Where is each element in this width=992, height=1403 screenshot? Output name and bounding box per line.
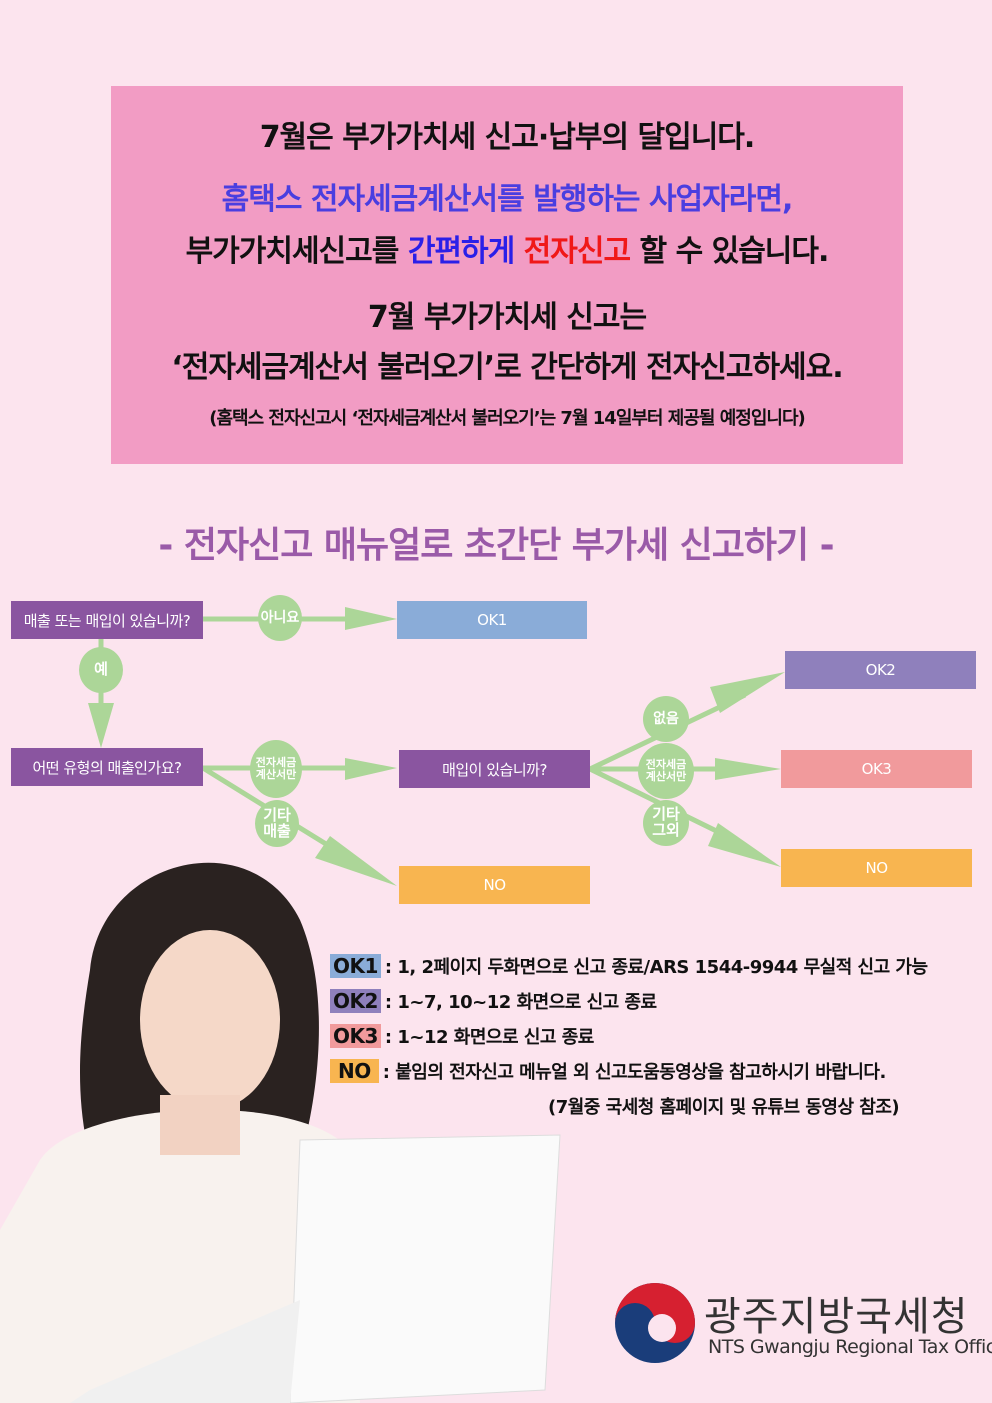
notice-line-6: (홈택스 전자신고시 ‘전자세금계산서 불러오기’는 7월 14일부터 제공될 … xyxy=(209,408,806,429)
flow-arrows xyxy=(88,607,785,886)
legend-note: (7월중 국세청 홈페이지 및 유튜브 동영상 참조) xyxy=(548,1096,900,1118)
text: 계산서만 xyxy=(645,770,687,783)
result-no-2: NO xyxy=(781,849,972,887)
nts-gwangju-logo: 광주지방국세청 NTS Gwangju Regional Tax Office xyxy=(612,1280,992,1370)
arrowhead xyxy=(708,823,781,867)
legend-item-ok2: OK2: 1~7, 10~12 화면으로 신고 종료 xyxy=(330,983,928,1018)
legend-tag: OK1 xyxy=(330,953,381,978)
text: 할 수 있습니다. xyxy=(630,234,830,269)
text: 기타 xyxy=(652,805,680,824)
legend-text: : 1~12 화면으로 신고 종료 xyxy=(384,1026,594,1048)
logo-english: NTS Gwangju Regional Tax Office xyxy=(708,1336,992,1358)
highlight-easy: 간편하게 xyxy=(407,234,515,269)
legend-tag: OK3 xyxy=(330,1023,381,1048)
taegeuk-icon xyxy=(615,1283,695,1363)
legend-tag: NO xyxy=(330,1058,379,1083)
arrowhead xyxy=(88,703,114,748)
legend-tag: OK2 xyxy=(330,988,381,1013)
legend-text: : 붙임의 전자신고 메뉴얼 외 신고도움동영상을 참고하시기 바랍니다. xyxy=(382,1061,887,1083)
legend-text: : 1~7, 10~12 화면으로 신고 종료 xyxy=(384,991,657,1013)
text: 그외 xyxy=(652,821,680,839)
result-ok3: OK3 xyxy=(781,750,972,788)
question-has-sales-or-purchases: 매출 또는 매입이 있습니까? xyxy=(11,601,203,639)
notice-line-3: 부가가치세신고를 간편하게 전자신고 할 수 있습니다. xyxy=(111,226,903,270)
woman-with-laptop-photo xyxy=(0,862,561,1403)
question-sales-type: 어떤 유형의 매출인가요? xyxy=(11,748,203,786)
text: 계산서만 xyxy=(255,768,297,781)
section-heading: - 전자신고 매뉴얼로 초간단 부가세 신고하기 - xyxy=(158,525,834,566)
legend: OK1: 1, 2페이지 두화면으로 신고 종료/ARS 1544-9944 무… xyxy=(330,948,928,1123)
highlight-efiling: 전자신고 xyxy=(523,234,631,269)
arrowhead xyxy=(710,672,785,713)
legend-item-ok3: OK3: 1~12 화면으로 신고 종료 xyxy=(330,1018,928,1053)
label-no: 아니요 xyxy=(258,595,302,641)
notice-line-5: ‘전자세금계산서 불러오기’로 간단하게 전자신고하세요. xyxy=(171,350,843,385)
text: 매출 xyxy=(263,821,291,840)
legend-item-ok1: OK1: 1, 2페이지 두화면으로 신고 종료/ARS 1544-9944 무… xyxy=(330,948,928,983)
result-ok1: OK1 xyxy=(397,601,587,639)
notice-line-4: 7월 부가가치세 신고는 xyxy=(367,300,647,335)
notice-line-2: 홈택스 전자세금계산서를 발행하는 사업자라면, xyxy=(221,182,794,217)
legend-item-no: NO: 붙임의 전자신고 메뉴얼 외 신고도움동영상을 참고하시기 바랍니다. xyxy=(330,1053,928,1088)
label-none: 없음 xyxy=(643,696,689,742)
logo-korean: 광주지방국세청 xyxy=(704,1294,969,1340)
legend-text: : 1, 2페이지 두화면으로 신고 종료/ARS 1544-9944 무실적 … xyxy=(384,956,928,978)
result-no-1: NO xyxy=(399,866,590,904)
notice-line-1: 7월은 부가가치세 신고·납부의 달입니다. xyxy=(259,120,756,155)
arrowhead xyxy=(345,607,397,630)
arrowhead xyxy=(315,836,397,886)
question-has-purchases: 매입이 있습니까? xyxy=(399,750,590,788)
text: 전자세금 xyxy=(255,756,297,770)
arrowhead xyxy=(345,758,397,780)
text: 전자세금 xyxy=(645,758,687,772)
notice-box: 7월은 부가가치세 신고·납부의 달입니다. 홈택스 전자세금계산서를 발행하는… xyxy=(111,86,903,464)
text: 부가가치세신고를 xyxy=(185,234,408,269)
label-yes: 예 xyxy=(79,647,123,693)
arrowhead xyxy=(715,758,781,780)
text: 기타 xyxy=(263,805,291,824)
result-ok2: OK2 xyxy=(785,651,976,689)
